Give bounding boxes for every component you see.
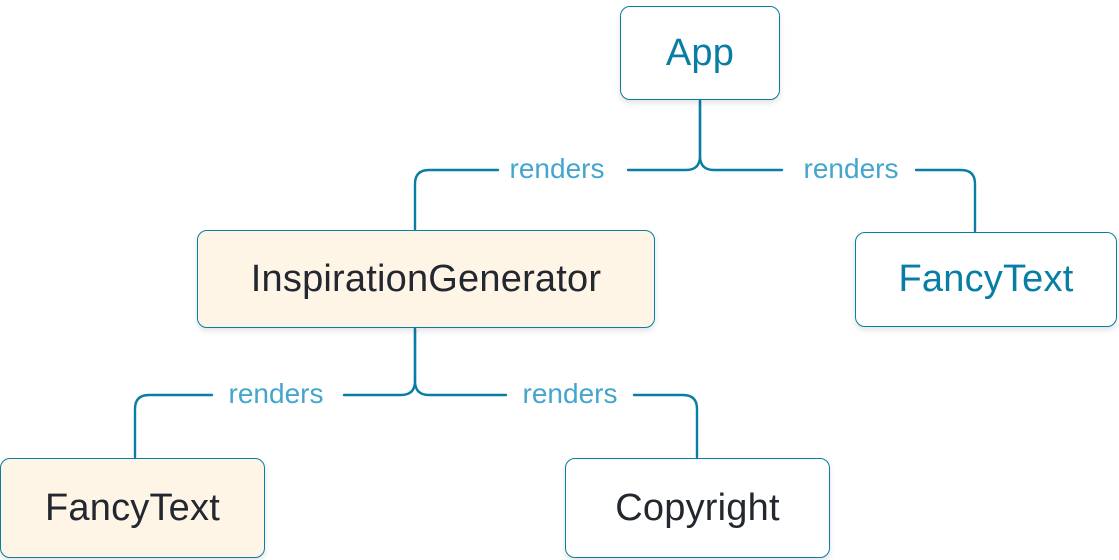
- tree-node-inspiration-generator: InspirationGenerator: [197, 230, 655, 328]
- tree-node-app: App: [620, 6, 780, 100]
- edge-inspirationgenerator-to-fancytext-b: [133, 393, 214, 459]
- tree-node-fancy-text-bottom: FancyText: [0, 458, 265, 558]
- edge-label-renders-app-inspirationgenerator: renders: [509, 153, 605, 184]
- node-label-fancy-text-bottom: FancyText: [45, 486, 220, 529]
- node-label-app: App: [665, 31, 735, 74]
- edge-app-to-inspirationgenerator-b: [413, 168, 500, 231]
- edge-app-to-fancytext-b: [914, 168, 977, 233]
- edge-app-to-fancytext-a: [698, 99, 784, 172]
- edge-app-to-inspirationgenerator-a: [626, 99, 702, 172]
- edge-inspirationgenerator-to-copyright-a: [413, 327, 508, 397]
- edge-inspirationgenerator-to-fancytext-a: [342, 327, 417, 397]
- node-label-copyright: Copyright: [615, 486, 780, 529]
- tree-node-copyright: Copyright: [565, 458, 830, 558]
- edge-label-renders-inspirationgenerator-copyright: renders: [522, 378, 618, 409]
- edge-label-renders-app-fancytext: renders: [803, 153, 899, 184]
- edge-label-renders-inspirationgenerator-fancytext: renders: [228, 378, 324, 409]
- node-label-inspiration-generator: InspirationGenerator: [250, 257, 602, 300]
- tree-node-fancy-text-top: FancyText: [855, 232, 1117, 327]
- node-label-fancy-text-top: FancyText: [898, 258, 1074, 300]
- edge-inspirationgenerator-to-copyright-b: [632, 393, 699, 459]
